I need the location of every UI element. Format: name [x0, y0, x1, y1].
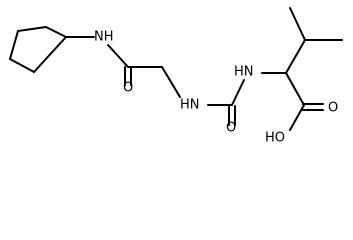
atom-label-acid-oh: HO	[265, 131, 285, 146]
atom-label-acid-o: O	[328, 101, 338, 116]
bond	[33, 36, 67, 73]
atom-label-amide-nh: NH	[94, 30, 114, 45]
cyclopentyl-ring	[9, 26, 67, 73]
bond	[17, 26, 47, 32]
bond	[45, 26, 67, 38]
bond	[285, 72, 305, 106]
atom-label-urea-nh-left: HN	[180, 98, 200, 113]
bond	[161, 66, 181, 98]
bond	[9, 30, 19, 60]
atom-label-urea-nh-right: HN	[234, 65, 254, 80]
bond	[107, 44, 129, 68]
atom-label-amide-o: O	[123, 81, 133, 96]
bond	[231, 79, 245, 106]
atom-label-urea-o: O	[226, 121, 236, 136]
bond	[289, 7, 306, 41]
bond	[285, 39, 306, 74]
bond	[289, 104, 305, 131]
chemical-structure: NH O HN O HN O HO	[9, 7, 343, 146]
bond	[9, 58, 35, 73]
